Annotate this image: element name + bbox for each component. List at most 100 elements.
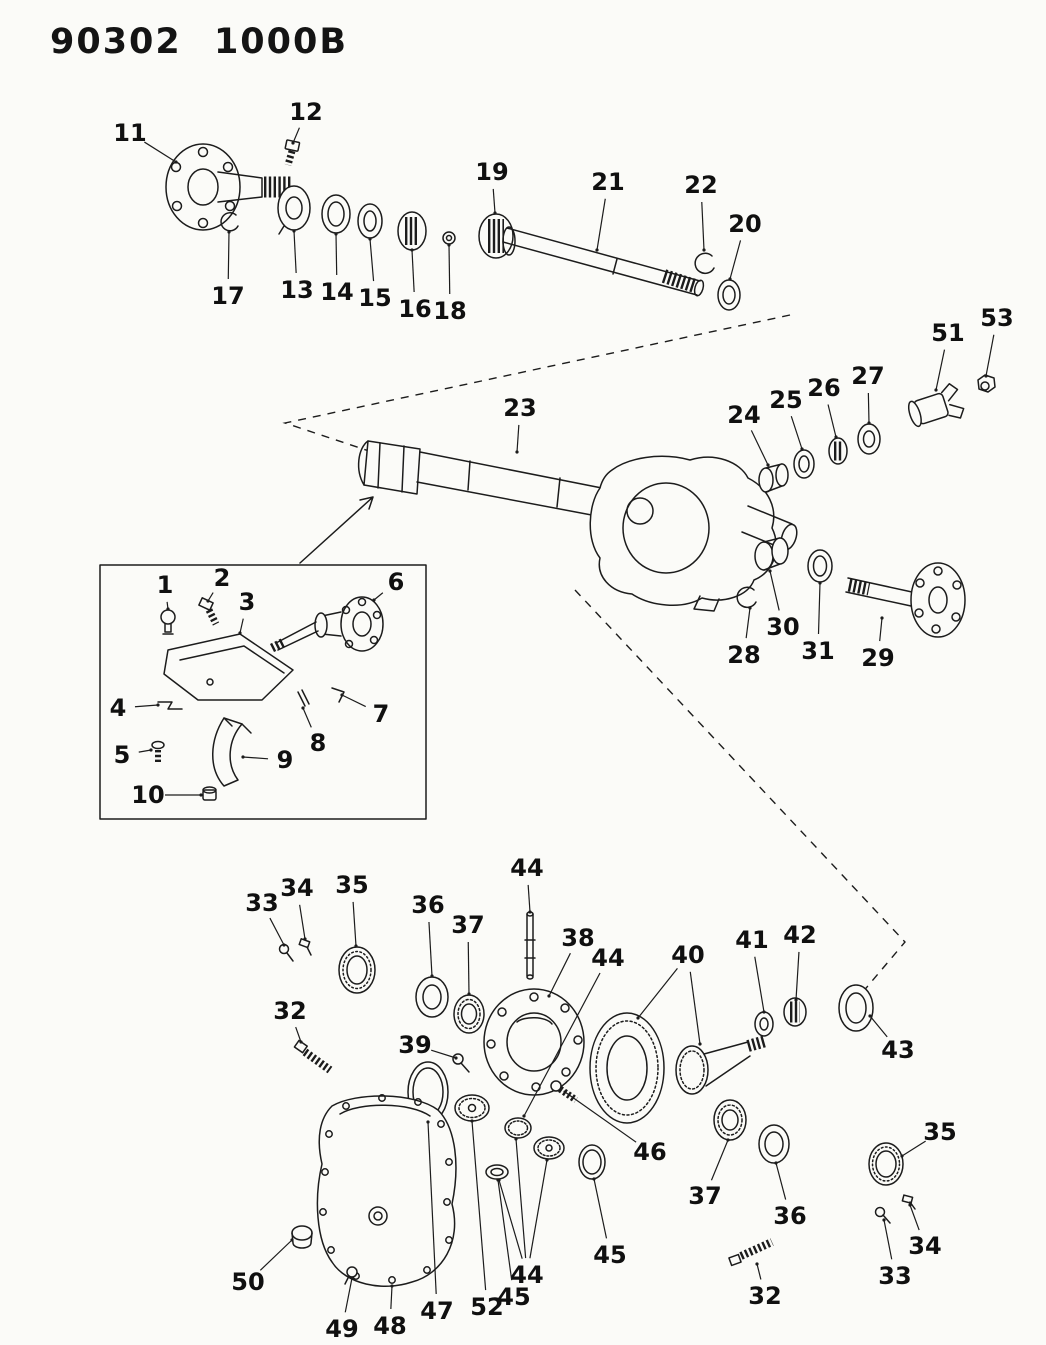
callout-leader-dot <box>241 755 245 759</box>
callout-leader <box>144 141 177 163</box>
part-pinion-nut <box>977 374 996 393</box>
callout-label: 8 <box>310 729 327 757</box>
callout-leader <box>564 1091 637 1143</box>
callout-label: 18 <box>433 297 466 325</box>
callout-leader <box>795 951 800 1001</box>
callout-leader-dot <box>728 277 732 281</box>
callout-leader <box>710 1139 729 1181</box>
callout-label: 7 <box>373 700 390 728</box>
part-small-bolt-right <box>901 1194 916 1210</box>
callout-leader-dot <box>514 1137 518 1141</box>
callout-leader <box>269 917 285 946</box>
callout-leader-dot <box>766 463 770 467</box>
callout-label: 37 <box>451 911 484 939</box>
callout-label: 36 <box>773 1202 806 1230</box>
callout-leader-dot <box>698 1042 702 1046</box>
callout-label: 4 <box>110 694 127 722</box>
part-skid-plate <box>163 633 294 701</box>
callout-leader-dot <box>282 943 286 947</box>
part-thrust-washer-left <box>485 1164 509 1180</box>
callout-leader-dot <box>545 1158 549 1162</box>
callout-leader <box>431 1049 457 1059</box>
callout-label: 13 <box>280 276 313 304</box>
callout-leader-dot <box>454 1056 458 1060</box>
callout-label: 1 <box>157 571 174 599</box>
callout-leader <box>515 1138 527 1259</box>
part-spring-clip <box>157 701 183 710</box>
callout-label: 20 <box>728 210 761 238</box>
callout-leader-dot <box>368 237 372 241</box>
part-rivet-right <box>874 1206 891 1224</box>
callout-label: 37 <box>688 1182 721 1210</box>
part-bearing-cup-right-lower <box>868 1142 904 1186</box>
part-pinion-front-bearing <box>828 437 848 465</box>
callout-leader-dot <box>522 1114 526 1118</box>
callout-leader-dot <box>880 616 884 620</box>
callout-label: 29 <box>861 644 894 672</box>
callout-leader-dot <box>426 1120 430 1124</box>
callout-label: 16 <box>398 295 431 323</box>
part-shim-left <box>415 976 449 1018</box>
callout-label: 24 <box>727 401 760 429</box>
callout-leader <box>344 1277 353 1313</box>
callout-label: 12 <box>289 98 322 126</box>
callout-leader <box>867 392 870 424</box>
part-small-bolt-left <box>298 938 312 956</box>
callout-leader-dot <box>882 1218 886 1222</box>
callout-label: 47 <box>420 1297 453 1325</box>
callout-leader-dot <box>984 374 988 378</box>
callout-leader-dot <box>563 1090 567 1094</box>
part-axle-tube <box>357 440 623 521</box>
callout-label: 21 <box>591 168 624 196</box>
callout-leader-dot <box>291 141 295 145</box>
part-pinion-rear-bearing <box>783 997 807 1027</box>
callout-leader-dot <box>515 450 519 454</box>
part-pinion-washer <box>793 449 815 479</box>
callout-leader <box>527 884 531 913</box>
callout-leader-dot <box>340 693 344 697</box>
part-spider-gear <box>533 1136 565 1160</box>
callout-leader <box>935 349 946 391</box>
callout-leader-dot <box>390 1284 394 1288</box>
callout-leader-dot <box>636 1016 640 1020</box>
callout-label: 5 <box>114 741 131 769</box>
callout-label: 19 <box>475 158 508 186</box>
callout-label: 38 <box>561 924 594 952</box>
part-axle-shaft <box>502 227 705 297</box>
callout-leader-dot <box>410 248 414 252</box>
part-differential-cover <box>316 1094 457 1287</box>
callout-leader <box>341 694 366 708</box>
callout-leader-dot <box>496 1178 500 1182</box>
callout-leader <box>295 1026 302 1043</box>
callout-leader <box>754 956 765 1013</box>
callout-leader-dot <box>372 598 376 602</box>
callout-label: 35 <box>923 1118 956 1146</box>
callout-leader-dot <box>470 1119 474 1123</box>
callout-label: 34 <box>908 1232 941 1260</box>
callout-leader <box>448 244 451 295</box>
construction-lines <box>282 314 906 1001</box>
part-drive-pinion <box>675 1035 768 1095</box>
callout-leader <box>901 1140 926 1157</box>
callout-leader <box>302 707 312 728</box>
callout-label: 3 <box>239 588 256 616</box>
part-pin <box>297 689 310 707</box>
callout-label: 45 <box>593 1241 626 1269</box>
callout-leader <box>352 901 357 947</box>
part-c-washer <box>220 212 239 232</box>
part-nut <box>202 786 217 801</box>
callout-label: 28 <box>727 641 760 669</box>
callout-leader <box>827 404 837 438</box>
callout-leader <box>138 749 152 753</box>
callout-label: 31 <box>801 637 834 665</box>
callout-leader <box>390 1285 393 1310</box>
callout-leader <box>259 1239 293 1271</box>
callout-leader-dot <box>868 1014 872 1018</box>
callout-label: 46 <box>633 1138 666 1166</box>
callout-label: 25 <box>769 386 802 414</box>
callout-label: 32 <box>748 1282 781 1310</box>
callout-leader-dot <box>238 631 242 635</box>
part-bearing-cup-left <box>338 946 376 994</box>
callout-leader <box>227 231 230 280</box>
